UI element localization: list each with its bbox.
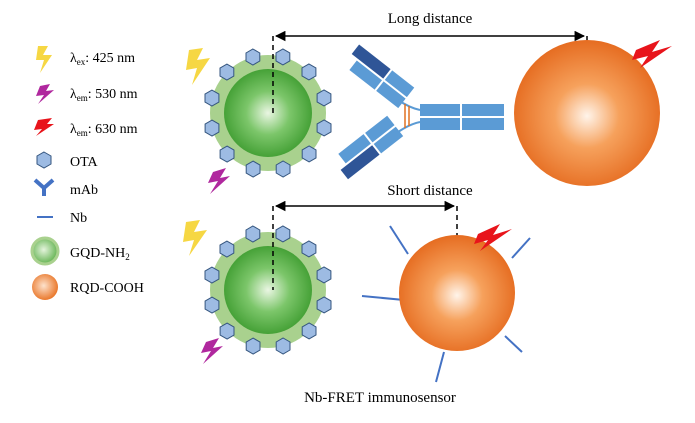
ota-hexagons-bottom [204,225,332,355]
gqd-core-bottom [224,246,312,334]
ota-hexagon-icon [316,266,332,284]
ota-hexagon-icon [316,296,332,314]
ota-hexagon-icon [245,225,261,243]
ota-hexagon-icon [275,337,291,355]
legend-mab-text: mAb [70,183,98,198]
rqd-small [399,235,515,351]
ota-hexagon-icon [275,225,291,243]
ota-hexagon-icon [204,89,220,107]
ota-hexagon-icon [219,322,235,340]
lightning-red-icon [34,118,54,136]
ota-hexagons-top [204,48,332,178]
ota-hexagon-icon [219,240,235,258]
ota-hexagon-icon [204,296,220,314]
ota-hexagon-icon [204,266,220,284]
ota-hexagon-icon [219,145,235,163]
ota-hexagon-icon [301,63,317,81]
emission-530-lightning-icon-bottom [201,338,223,364]
excitation-lightning-icon-bottom [183,220,207,256]
ota-hexagon-icon [275,160,291,178]
rqd-large [514,40,660,186]
ota-hexagon-icon [316,89,332,107]
legend-ex-text: λex: 425 nm [70,51,135,67]
legend-em630-text: λem: 630 nm [70,122,138,138]
legend-ota-text: OTA [70,155,99,170]
legend-em530-text: λem: 530 nm [70,87,138,103]
ota-hexagon-icon [301,240,317,258]
long-distance-label: Long distance [388,11,473,27]
short-distance-label: Short distance [387,183,473,199]
lightning-yellow-icon [36,46,52,73]
immunosensor-caption: Nb-FRET immunosensor [304,390,456,406]
lightning-magenta-icon [36,84,54,104]
ota-hexagon-icon [245,337,261,355]
emission-630-lightning-icon-bottom [474,224,512,251]
excitation-lightning-icon [186,48,210,85]
green-sphere-icon [30,236,60,266]
ota-hexagon-icon [301,145,317,163]
y-antibody-icon [33,178,55,196]
emission-630-lightning-icon [632,40,672,68]
orange-sphere-icon [32,274,58,300]
ota-hexagon-icon [245,48,261,66]
bottom-scene: Short distance Nb-FRET immunosensor [183,183,531,406]
nanobody-lines [361,225,531,383]
ota-hexagon-icon [316,119,332,137]
ota-hexagon-icon [275,48,291,66]
ota-hexagon-icon [219,63,235,81]
ota-hexagon-icon [204,119,220,137]
emission-530-lightning-icon [208,168,230,194]
gqd-core [224,69,312,157]
legend-gqd-text: GQD-NH2 [70,246,130,262]
antibody-mab [338,44,504,180]
legend: λex: 425 nm λem: 530 nm λem: 630 nm OTA … [30,46,144,300]
legend-nb-text: Nb [70,211,87,226]
ota-hexagon-icon [301,322,317,340]
legend-rqd-text: RQD-COOH [70,281,144,296]
top-scene: Long distance [186,11,672,194]
ota-hexagon-icon [245,160,261,178]
hexagon-icon [36,151,52,169]
